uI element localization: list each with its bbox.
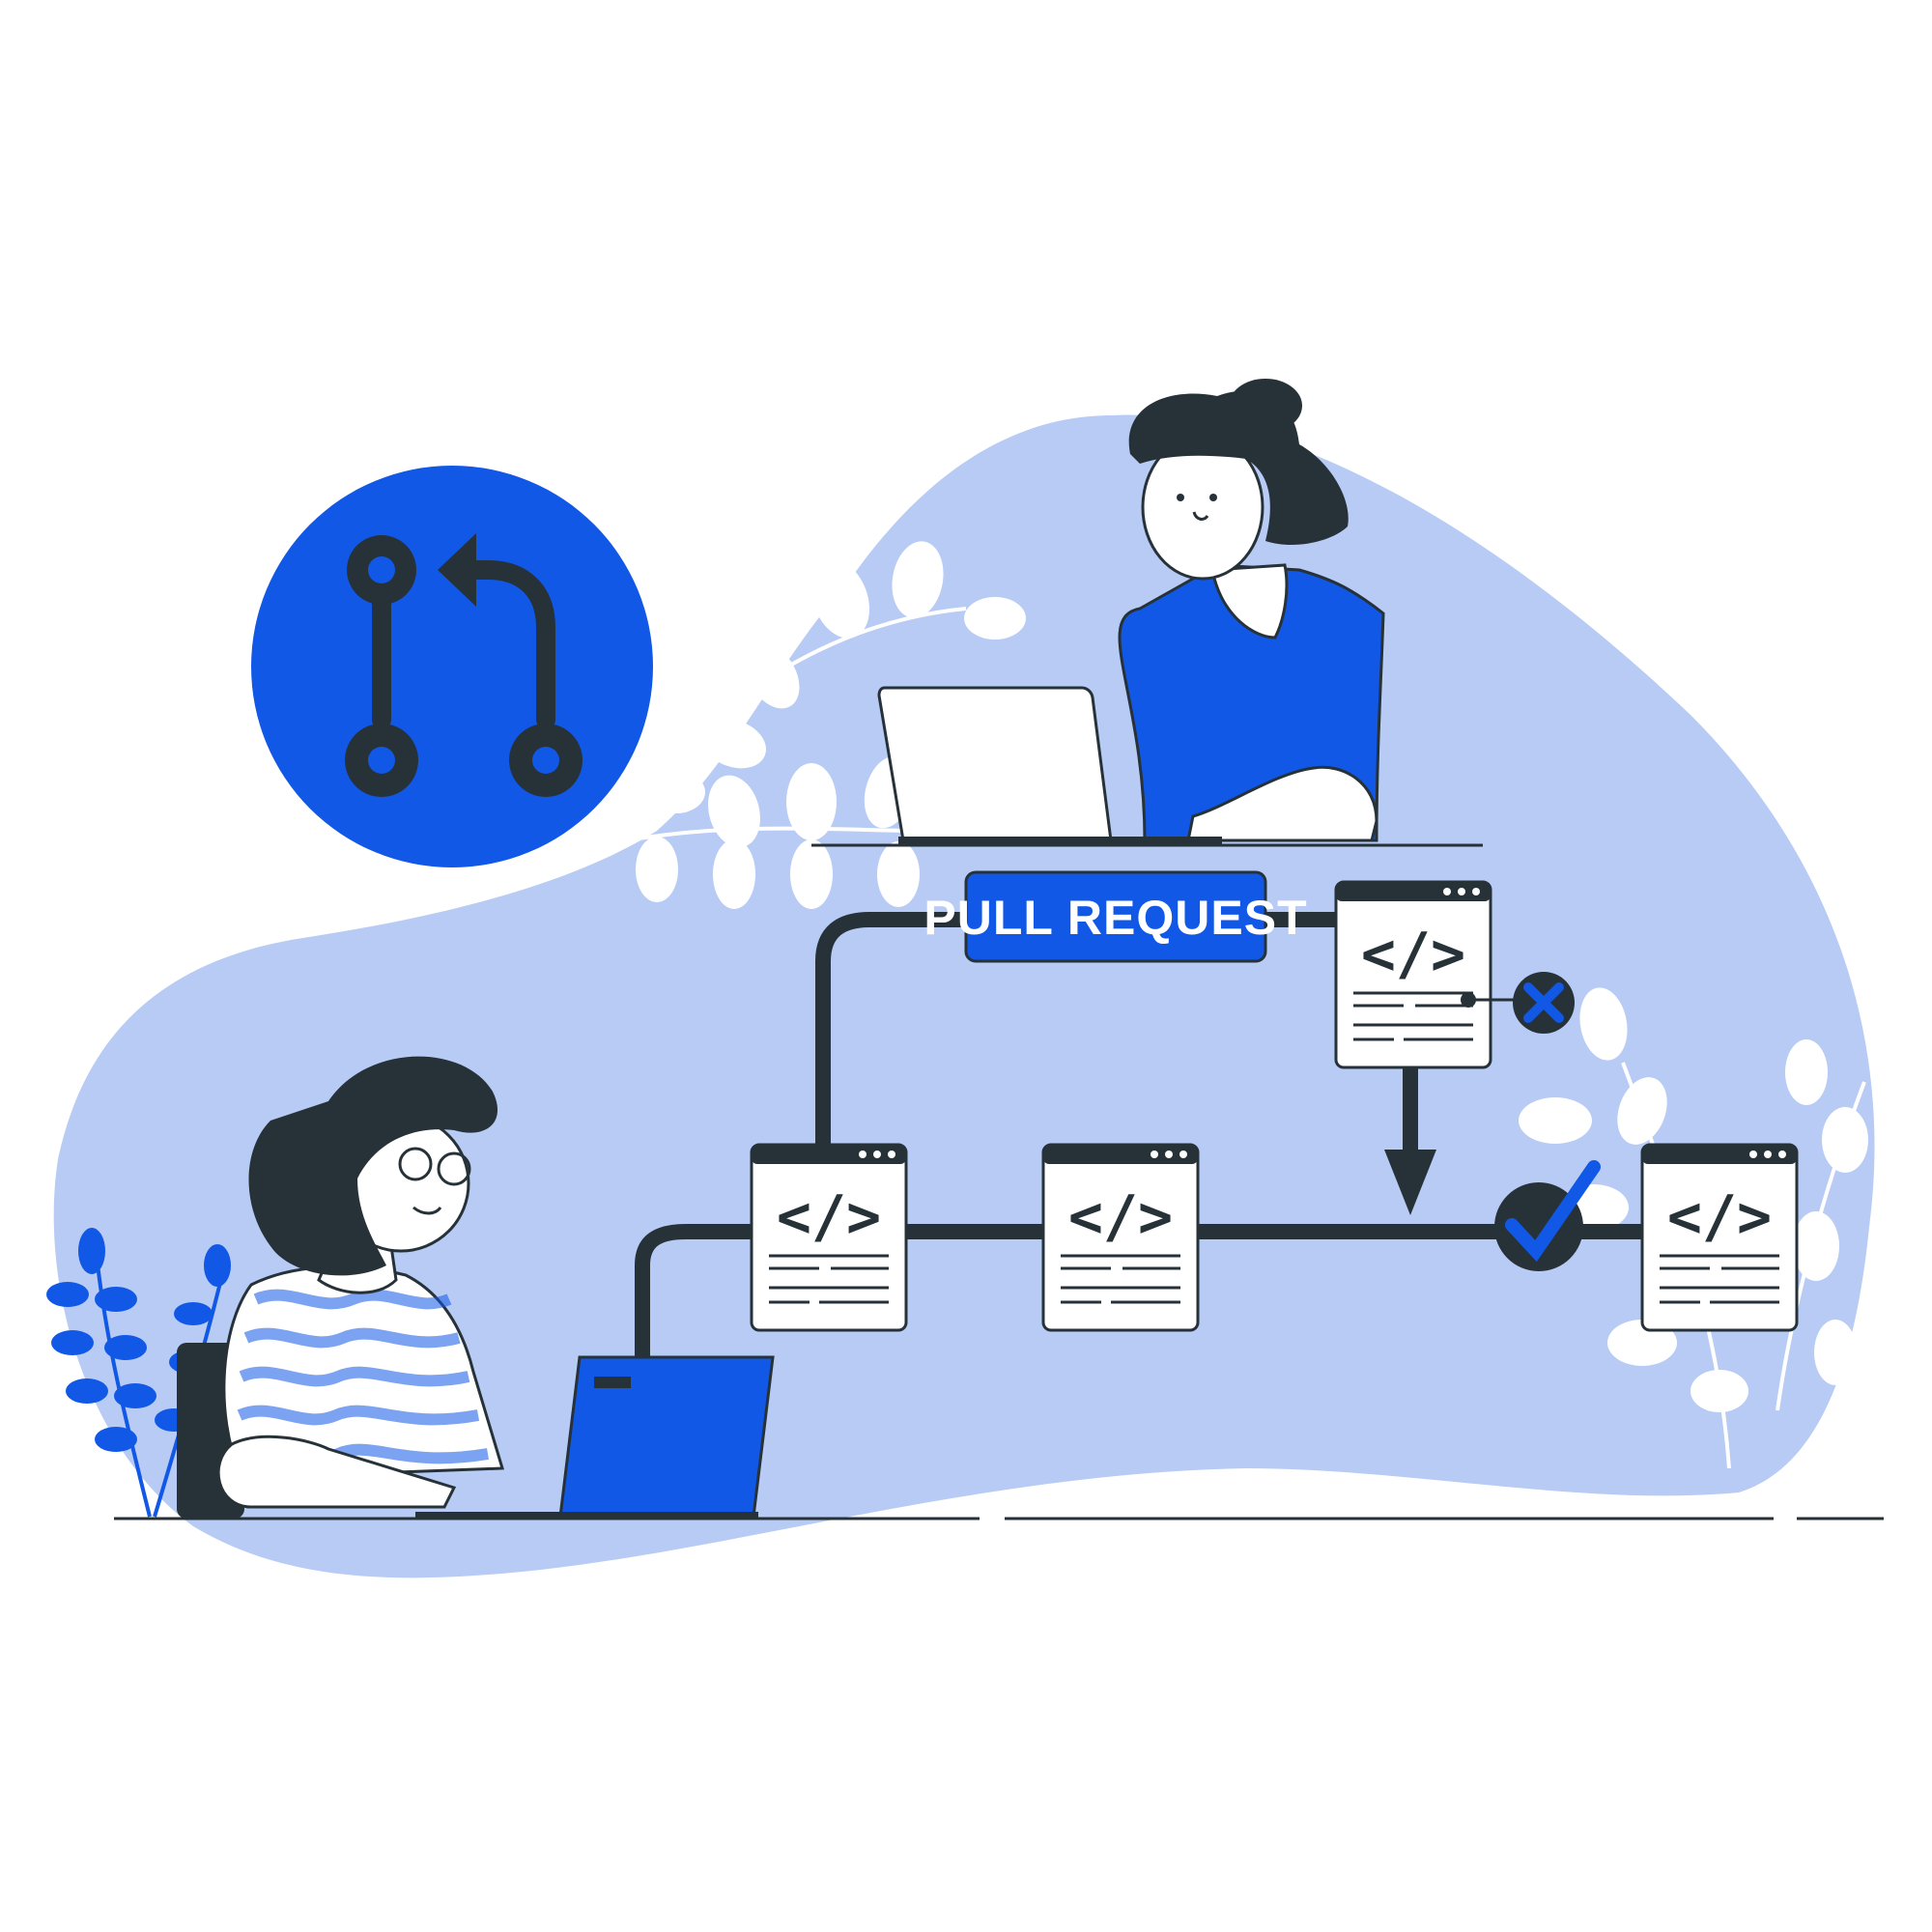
- code-window-commit-2: </>: [1041, 1143, 1200, 1332]
- reject-x-icon: [1461, 972, 1575, 1034]
- code-icon: </>: [777, 1183, 881, 1251]
- approve-check-icon: [1494, 1160, 1601, 1271]
- code-window-commit-1: </>: [750, 1143, 908, 1332]
- reviewer-person: [811, 379, 1483, 847]
- code-window-review: </>: [1334, 880, 1492, 1069]
- code-icon: </>: [1068, 1183, 1173, 1251]
- code-window-merged: </>: [1640, 1143, 1799, 1332]
- code-icon: </>: [1667, 1183, 1772, 1251]
- git-pull-request-icon: [251, 466, 653, 867]
- white-leaf-branch-right: [1519, 987, 1868, 1469]
- pull-request-label: PULL REQUEST: [923, 891, 1307, 945]
- branch-flow-lines: [635, 912, 1647, 1362]
- background-blob: [53, 414, 1875, 1578]
- developer-person: [177, 1056, 775, 1519]
- down-arrow-icon: [1384, 1150, 1436, 1215]
- pull-request-badge: PULL REQUEST: [923, 870, 1307, 963]
- code-icon: </>: [1361, 921, 1465, 988]
